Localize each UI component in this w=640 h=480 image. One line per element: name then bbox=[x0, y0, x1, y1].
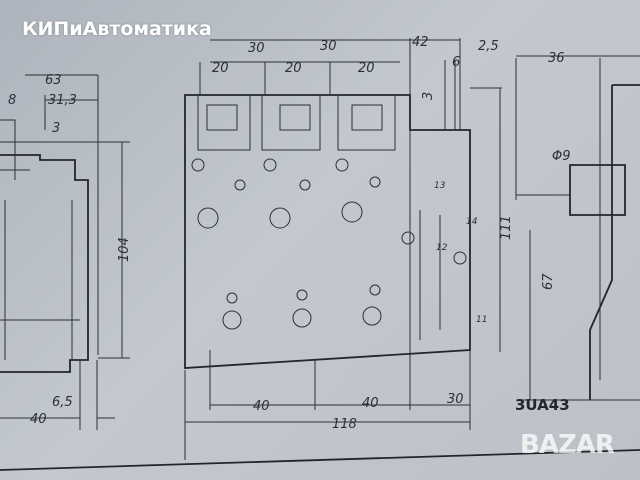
terminal-13: 13 bbox=[434, 181, 446, 191]
dim-top-3: 3 bbox=[421, 92, 436, 100]
dim-bottom-30: 30 bbox=[447, 392, 464, 407]
model-label: 3UA43 bbox=[515, 396, 570, 414]
left-view: 63 8 31,3 3 104 6,5 40 bbox=[0, 73, 132, 430]
dim-104: 104 bbox=[117, 237, 132, 262]
dim-3: 3 bbox=[52, 121, 60, 136]
dim-bottom-40a: 40 bbox=[253, 399, 270, 414]
dim-8: 8 bbox=[8, 93, 16, 108]
dim-111: 111 bbox=[499, 215, 514, 240]
terminal-screws bbox=[191, 104, 467, 330]
bazar-logo: BAZAR bbox=[520, 430, 615, 460]
terminal-12: 12 bbox=[436, 243, 448, 253]
dim-top-20c: 20 bbox=[358, 61, 375, 76]
dim-bottom-40b: 40 bbox=[362, 396, 379, 411]
dim-40: 40 bbox=[30, 412, 47, 427]
dim-top-30b: 30 bbox=[320, 39, 337, 54]
dim-67: 67 bbox=[541, 273, 556, 290]
side-view: 36 Φ9 67 bbox=[515, 51, 640, 401]
watermark-text: КИПиАвтоматика bbox=[22, 18, 212, 40]
dim-bottom-118: 118 bbox=[332, 417, 357, 432]
front-view: 30 30 42 2,5 20 20 20 6 3 111 13 14 12 1… bbox=[184, 35, 514, 460]
dim-63: 63 bbox=[45, 73, 62, 88]
dim-top-20b: 20 bbox=[285, 61, 302, 76]
dim-phi9: Φ9 bbox=[552, 149, 571, 164]
dim-top-30a: 30 bbox=[248, 41, 265, 56]
dim-36: 36 bbox=[548, 51, 565, 66]
dim-6-5: 6,5 bbox=[52, 395, 73, 410]
dim-top-42: 42 bbox=[412, 35, 429, 50]
terminal-11: 11 bbox=[476, 315, 487, 325]
dim-top-6: 6 bbox=[452, 55, 460, 70]
dim-top-2-5: 2,5 bbox=[478, 39, 499, 54]
terminal-14: 14 bbox=[466, 217, 478, 227]
border-line bbox=[0, 449, 640, 471]
dim-top-20a: 20 bbox=[212, 61, 229, 76]
dim-31-3: 31,3 bbox=[48, 93, 77, 108]
